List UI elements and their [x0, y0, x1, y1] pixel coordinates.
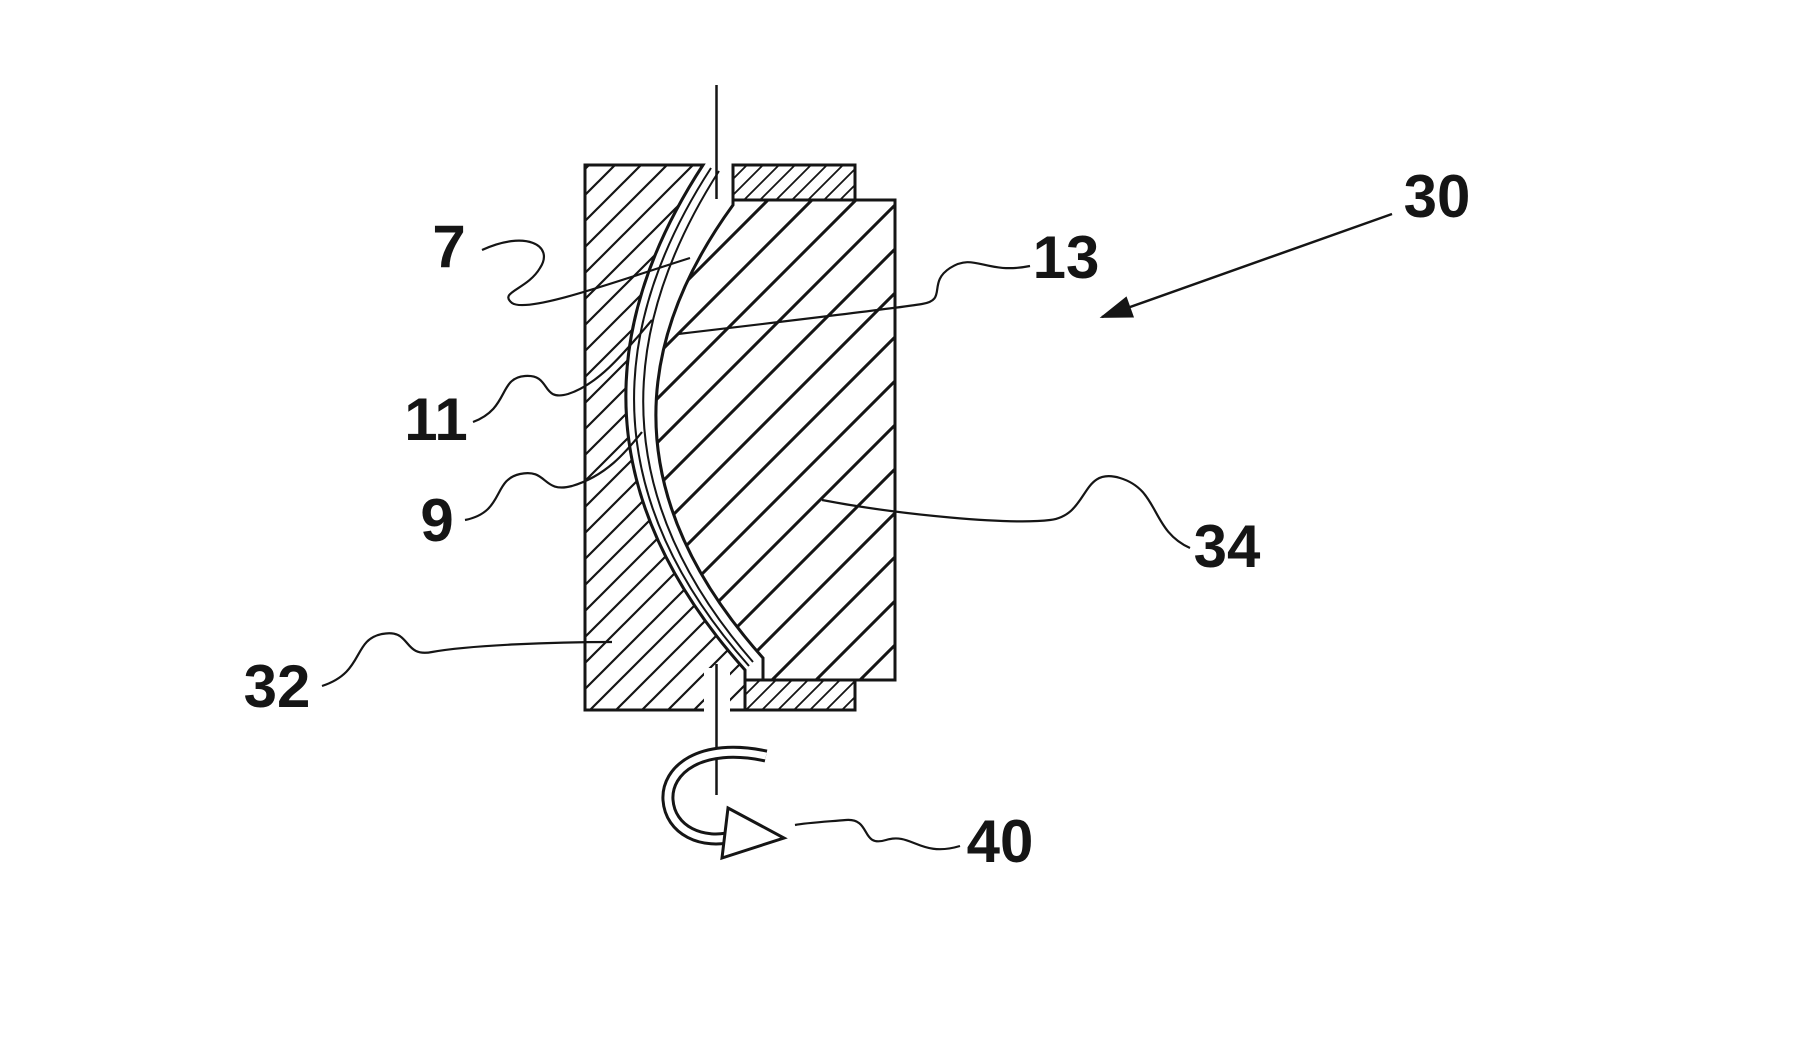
leader-line-40	[794, 818, 961, 851]
label-32: 32	[244, 653, 311, 720]
rotation-arrow-ribbon-fill	[664, 748, 767, 843]
label-9: 9	[420, 487, 453, 554]
reference-arrow-30	[1099, 212, 1393, 319]
label-30: 30	[1404, 163, 1471, 230]
bottom-flange	[743, 678, 857, 712]
rotation-arrow-icon	[661, 745, 788, 861]
mold-half-34	[654, 198, 897, 682]
top-flange	[731, 163, 857, 202]
mold-half-32	[583, 163, 747, 712]
leader-line-11	[472, 319, 653, 424]
rotation-arrow-head	[720, 805, 788, 861]
leader-line-32	[321, 632, 613, 688]
label-7: 7	[432, 213, 465, 280]
label-13: 13	[1033, 224, 1100, 291]
leader-line-9	[464, 431, 643, 522]
label-11: 11	[404, 386, 467, 453]
leader-line-34	[821, 475, 1191, 550]
lens-layer-curve-outer	[642, 170, 754, 663]
lens-layer-curve-inner	[633, 167, 750, 667]
leader-line-7	[481, 239, 691, 307]
label-34: 34	[1194, 513, 1261, 580]
label-40: 40	[967, 808, 1034, 875]
leader-line-13	[677, 261, 1031, 336]
